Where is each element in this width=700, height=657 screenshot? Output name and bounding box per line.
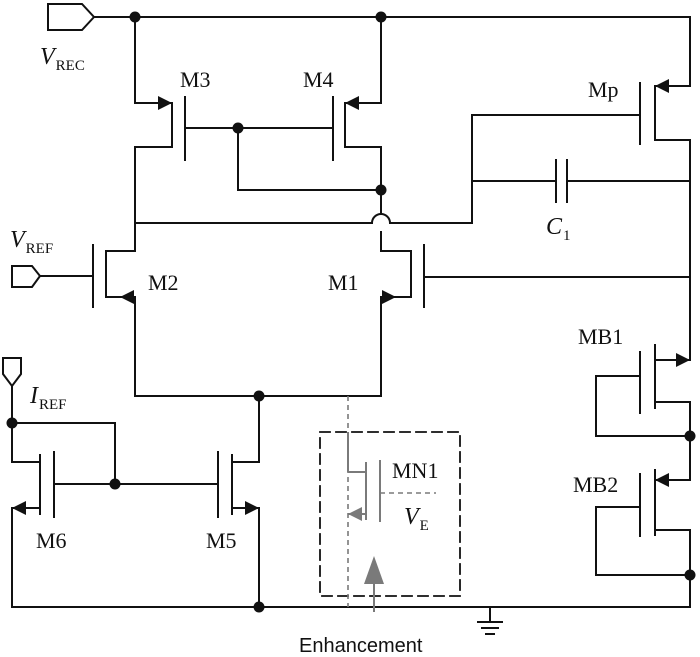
transistor-m2 — [39, 244, 136, 308]
iref-pin-icon — [2, 357, 22, 388]
iref-label: IREF — [29, 383, 67, 413]
transistor-mp — [639, 79, 691, 361]
transistor-m5 — [217, 451, 260, 608]
enhancement-block — [319, 396, 461, 612]
vref-pin-icon — [11, 265, 42, 288]
vref-label: VREF — [10, 227, 53, 257]
transistor-mb2 — [595, 469, 691, 608]
m3-label: M3 — [180, 67, 211, 92]
capacitor-c1 — [555, 159, 691, 203]
enhancement-label: Enhancement — [299, 635, 423, 657]
mp-label: Mp — [588, 77, 619, 102]
left-branch-wiring — [134, 114, 641, 252]
tail-node-wiring — [134, 296, 382, 463]
vrec-rail — [93, 16, 691, 104]
mirror-gate-link — [237, 127, 382, 191]
c1-label: C1 — [546, 214, 571, 244]
transistor-mb1 — [595, 344, 691, 481]
m4-label: M4 — [303, 67, 334, 92]
transistor-m1 — [380, 244, 691, 308]
m1-label: M1 — [328, 270, 359, 295]
vrec-pin-icon — [47, 3, 96, 31]
ve-label: VE — [404, 504, 429, 534]
mb1-label: MB1 — [578, 324, 623, 349]
m2-label: M2 — [148, 270, 179, 295]
vrec-label: VREC — [40, 44, 85, 74]
m6-label: M6 — [36, 528, 67, 553]
transistor-m4 — [237, 96, 382, 161]
m5-label: M5 — [206, 528, 237, 553]
mb2-label: MB2 — [573, 472, 618, 497]
ground-rail — [11, 606, 691, 635]
junction-dots — [6, 11, 696, 613]
transistor-m3 — [134, 96, 239, 161]
transistor-m6 — [11, 385, 219, 608]
mn1-label: MN1 — [392, 458, 438, 483]
